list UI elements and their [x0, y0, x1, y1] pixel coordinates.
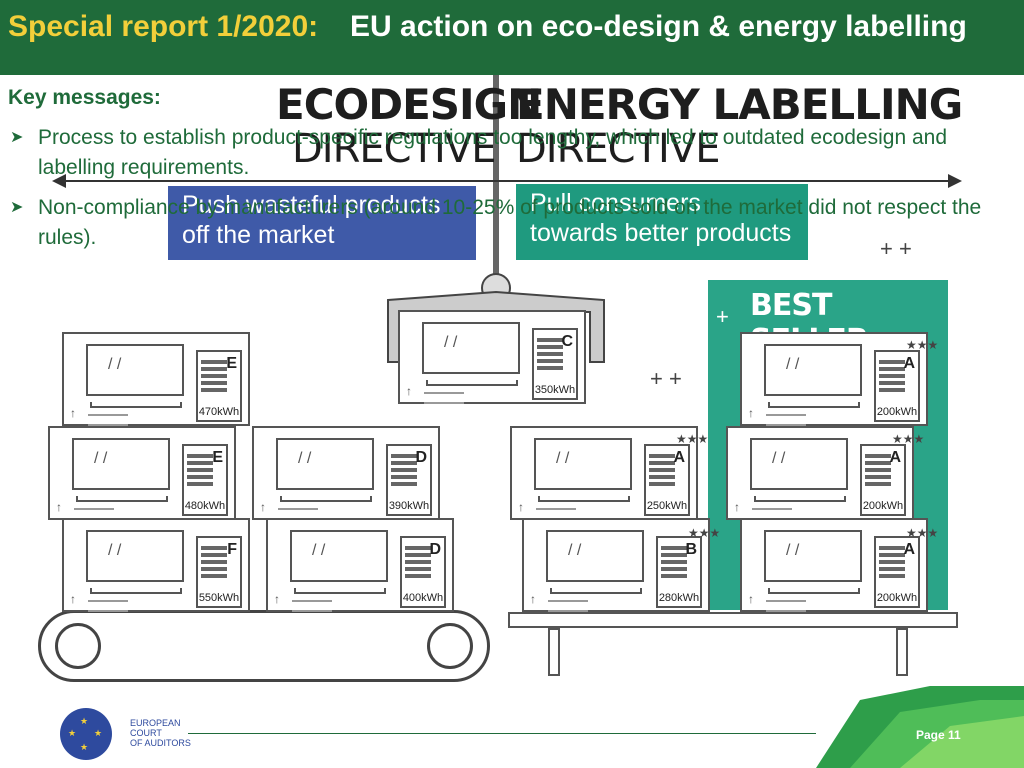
key-message-2: ➤ Non-compliance by manufacturers (aroun… [10, 193, 1010, 253]
stars-icon: ★★★ [906, 338, 939, 352]
stars-icon: ★★★ [676, 432, 709, 446]
up-arrow-icon: ↑ [260, 500, 266, 514]
up-arrow-icon: ↑ [70, 592, 76, 606]
key-messages-heading: Key messages: [8, 86, 161, 109]
pull-pill: Pull consumers towards better products [516, 184, 808, 260]
header-bar: Special report 1/2020: EU action on eco-… [0, 0, 1024, 75]
up-arrow-icon: ↑ [406, 384, 412, 398]
arrow-bullet-icon: ➤ [10, 129, 24, 146]
shelf-leg [896, 628, 908, 676]
energy-labelling-title-line1: ENERGY LABELLING [516, 80, 963, 129]
eca-logo: ★ ★ ★ ★ [60, 708, 112, 760]
up-arrow-icon: ↑ [748, 406, 754, 420]
conveyor-belt [38, 610, 490, 682]
conveyor-wheel [55, 623, 101, 669]
key-message-text: Non-compliance by manufacturers (around … [38, 196, 982, 249]
arrow-bullet-icon: ➤ [10, 199, 24, 216]
up-arrow-icon: ↑ [530, 592, 536, 606]
up-arrow-icon: ↑ [734, 500, 740, 514]
sparkle-icon: + [716, 304, 729, 329]
report-number: Special report 1/2020: [8, 10, 319, 43]
sparkle-icon: + + [650, 366, 682, 391]
up-arrow-icon: ↑ [56, 500, 62, 514]
stars-icon: ★★★ [906, 526, 939, 540]
key-message-1: ➤ Process to establish product-specific … [10, 123, 1010, 183]
key-message-text: Process to establish product-specific re… [38, 126, 947, 179]
court-of-auditors-name: EUROPEAN COURT OF AUDITORS [130, 718, 191, 748]
ecodesign-title-line1: ECODESIGN [276, 80, 542, 129]
stars-icon: ★★★ [892, 432, 925, 446]
ecodesign-title-line2: DIRECTIVE [292, 126, 496, 172]
up-arrow-icon: ↑ [518, 500, 524, 514]
up-arrow-icon: ↑ [748, 592, 754, 606]
conveyor-wheel [427, 623, 473, 669]
push-pill: Push wasteful products off the market [168, 186, 476, 260]
display-shelf [508, 612, 958, 628]
shelf-leg [548, 628, 560, 676]
up-arrow-icon: ↑ [274, 592, 280, 606]
sparkle-icon: + + [880, 236, 912, 261]
energy-labelling-title-line2: DIRECTIVE [516, 126, 720, 172]
stars-icon: ★★★ [688, 526, 721, 540]
footer-divider [188, 733, 816, 734]
page-number: Page 11 [916, 728, 961, 742]
up-arrow-icon: ↑ [70, 406, 76, 420]
report-title: EU action on eco-design & energy labelli… [350, 10, 967, 43]
